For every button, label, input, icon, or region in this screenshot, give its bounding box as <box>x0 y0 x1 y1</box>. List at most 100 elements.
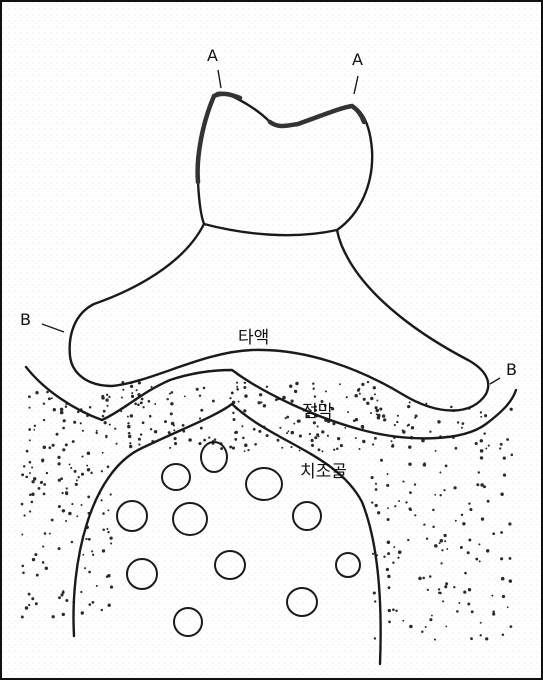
stipple-dot <box>241 425 243 427</box>
stipple-dot <box>31 480 34 483</box>
stipple-dot <box>170 402 173 405</box>
stipple-dot <box>242 437 245 440</box>
stipple-dot <box>101 470 103 472</box>
stipple-dot <box>422 577 425 580</box>
stipple-dot <box>166 398 168 400</box>
stipple-dot <box>446 548 448 550</box>
stipple-dot <box>394 424 396 426</box>
stipple-dot <box>81 456 83 458</box>
stipple-dot <box>480 456 483 459</box>
stipple-dot <box>150 428 152 430</box>
stipple-dot <box>88 571 91 574</box>
stipple-dot <box>438 592 440 594</box>
stipple-dot <box>38 487 41 490</box>
stipple-dot <box>35 391 38 394</box>
stipple-dot <box>238 401 240 403</box>
stipple-dot <box>41 460 44 463</box>
stipple-dot <box>432 526 434 528</box>
stipple-dot <box>231 391 234 394</box>
stipple-dot <box>103 410 106 413</box>
stipple-dot <box>154 430 157 433</box>
stipple-dot <box>52 615 55 618</box>
stipple-dot <box>142 406 144 408</box>
stipple-dot <box>199 417 201 419</box>
stipple-dot <box>31 501 34 504</box>
label-alveolar-bone: 치조골 <box>300 464 347 480</box>
stipple-dot <box>407 539 409 541</box>
stipple-dot <box>253 428 256 431</box>
stipple-dot <box>454 486 457 489</box>
stipple-dot <box>481 517 484 520</box>
stipple-dot <box>48 397 51 400</box>
stipple-dot <box>107 531 109 533</box>
stipple-dot <box>69 463 71 465</box>
label-saliva: 타액 <box>238 330 269 346</box>
stipple-dot <box>62 427 65 430</box>
stipple-dot <box>84 567 86 569</box>
stipple-dot <box>374 637 376 639</box>
stipple-dot <box>130 414 133 417</box>
stipple-dot <box>29 494 31 496</box>
stipple-dot <box>203 387 206 390</box>
stipple-dot <box>373 591 376 594</box>
stipple-dot <box>45 567 48 570</box>
stipple-dot <box>171 422 175 426</box>
stipple-dot <box>462 422 465 425</box>
stipple-dot <box>492 613 495 616</box>
stipple-dot <box>340 444 343 447</box>
stipple-dot <box>91 550 93 552</box>
stipple-dot <box>33 429 35 431</box>
stipple-dot <box>445 626 447 628</box>
stipple-dot <box>244 382 246 384</box>
stipple-dot <box>247 449 249 451</box>
stipple-dot <box>387 552 390 555</box>
stipple-dot <box>43 483 46 486</box>
stipple-dot <box>43 402 45 404</box>
stipple-dot <box>260 401 262 403</box>
stipple-dot <box>427 589 429 591</box>
stipple-dot <box>395 610 397 612</box>
stipple-dot <box>71 503 73 505</box>
stipple-dot <box>321 430 324 433</box>
stipple-dot <box>294 390 297 393</box>
stipple-dot <box>371 501 373 503</box>
stipple-dot <box>66 487 68 489</box>
stipple-dot <box>480 483 483 486</box>
stipple-dot <box>377 511 380 514</box>
stipple-dot <box>131 395 134 398</box>
stipple-dot <box>28 604 30 606</box>
stipple-dot <box>339 383 341 385</box>
stipple-dot <box>279 427 281 429</box>
stipple-dot <box>388 586 391 589</box>
stipple-dot <box>200 409 203 412</box>
stipple-dot <box>208 436 210 438</box>
stipple-dot <box>232 418 235 421</box>
stipple-dot <box>398 550 402 554</box>
stipple-dot <box>396 421 398 423</box>
stipple-dot <box>500 443 503 446</box>
stipple-dot <box>100 499 102 501</box>
stipple-dot <box>439 542 441 544</box>
stipple-dot <box>25 606 29 610</box>
stipple-dot <box>409 401 411 403</box>
stipple-dot <box>286 432 288 434</box>
stipple-dot <box>244 394 247 397</box>
stipple-dot <box>68 512 72 516</box>
stipple-dot <box>244 450 246 452</box>
stipple-dot <box>107 509 109 511</box>
stipple-dot <box>408 462 411 465</box>
stipple-dot <box>503 456 506 459</box>
stipple-dot <box>461 514 463 516</box>
stipple-dot <box>470 637 473 640</box>
stipple-dot <box>402 620 404 622</box>
stipple-dot <box>75 483 78 486</box>
stipple-dot <box>105 435 108 438</box>
stipple-dot <box>188 438 192 442</box>
stipple-dot <box>314 395 316 397</box>
stipple-dot <box>70 467 72 469</box>
stipple-dot <box>317 425 319 427</box>
stipple-dot <box>442 600 444 602</box>
stipple-dot <box>32 558 35 561</box>
stipple-dot <box>21 565 24 568</box>
stipple-dot <box>87 468 90 471</box>
